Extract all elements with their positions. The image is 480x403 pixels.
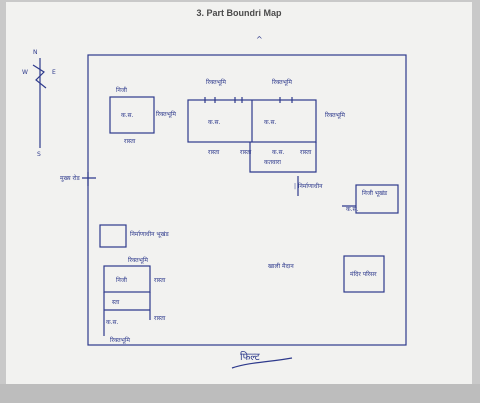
compass-arrow (32, 64, 47, 89)
courtyard-outline (249, 142, 317, 173)
lower-right-label-1: रास्ता (154, 277, 166, 284)
block-inner-label-2: क.स. (264, 119, 277, 126)
right-box (343, 255, 385, 293)
block-bottom-label-4: रास्ता (300, 149, 312, 156)
lower-bottom-label: रिक्तभूमि (110, 336, 130, 344)
road-marker (82, 172, 96, 186)
block-top-label-1: रिक्तभूमि (206, 78, 226, 86)
lower-left-label-2: क.स. (106, 319, 119, 326)
right-box-label: मंदिर परिसर (350, 270, 377, 278)
block-bottom-label-1: रास्ता (208, 149, 220, 156)
center-label: खाली मैदान (268, 262, 294, 270)
lower-top-label: रिक्तभूमि (128, 256, 148, 264)
block-bottom-label-2: रास्ता (240, 149, 252, 156)
plot-a-top-label: निजी (116, 86, 127, 94)
courtyard-label: कतवारा (264, 159, 281, 166)
lower-left-label-1: स्ता (112, 299, 120, 306)
plot-a-bottom-label: रास्ता (124, 138, 136, 145)
small-box (355, 184, 399, 214)
plot-a (109, 96, 155, 134)
block-bottom-label-3: क.स. (272, 149, 285, 156)
block-right-label: रिक्तभूमि (325, 111, 345, 119)
left-box (99, 224, 127, 248)
road-left-label: मुख्य रोड (60, 174, 80, 182)
side-label: | निर्माणाधीन (294, 182, 323, 190)
compass-s: S (37, 151, 41, 158)
side-marker (297, 176, 356, 207)
block-inner-label-1: क.स. (208, 119, 221, 126)
lower-plot-lines (103, 292, 151, 336)
outer-boundary (87, 54, 407, 346)
block-top-label-2: रिक्तभूमि (272, 78, 292, 86)
lower-right-label-2: रास्ता (154, 315, 166, 322)
small-box-mark: क.स. (346, 206, 359, 213)
plot-a-inner-label: क.स. (121, 112, 134, 119)
top-mark: ^ (256, 35, 263, 44)
signature-underline (231, 357, 293, 369)
compass-e: E (52, 69, 56, 76)
scan-edge (0, 384, 480, 403)
paper-sheet: 3. Part Boundri Map (6, 2, 472, 384)
signature: फिल्ट (240, 351, 261, 363)
lower-plot-1 (103, 265, 151, 293)
small-box-label: निजी भूखंड (362, 189, 388, 197)
left-box-label: निर्माणाधीन भूखंड (130, 230, 170, 238)
block-ticks (204, 97, 293, 103)
compass-n: N (33, 49, 38, 56)
compass-w: W (22, 69, 28, 76)
left-of-block-label: रिक्तभूमि (156, 110, 176, 118)
lower-mid-label: निजी (116, 276, 127, 284)
map-title: 3. Part Boundri Map (196, 8, 282, 18)
